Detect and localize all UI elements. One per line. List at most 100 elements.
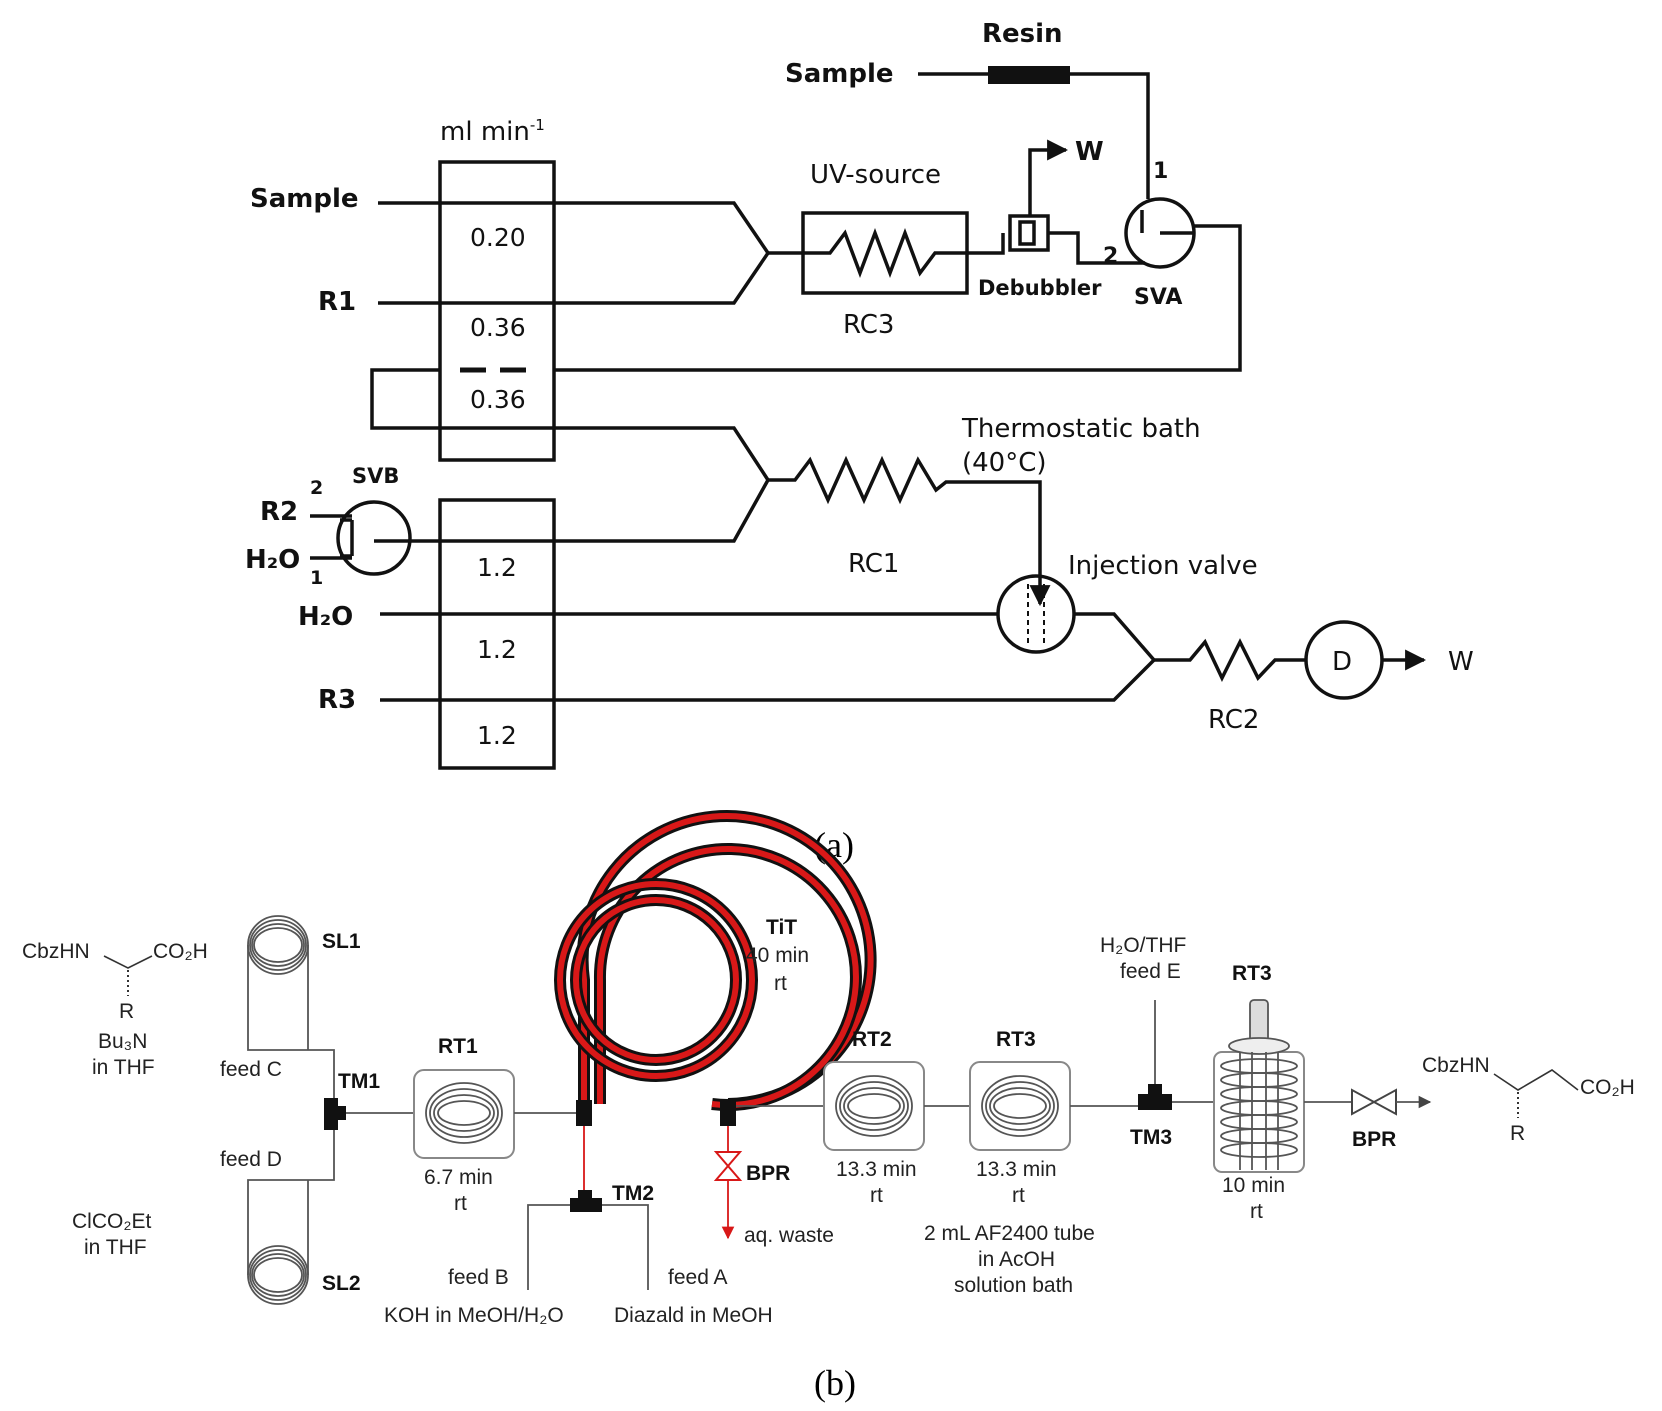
product-r: R (1510, 1122, 1525, 1145)
line-feed-a (602, 1204, 649, 1290)
feed-a-reagent: Diazald in MeOH (614, 1304, 773, 1327)
svb-label: SVB (352, 464, 399, 488)
reactant-1-co2h: CO₂H (153, 940, 208, 963)
injection-valve-inner (1027, 584, 1045, 644)
feed-e-label: feed E (1120, 960, 1181, 983)
rt3-photo-coil (1220, 1052, 1298, 1170)
rc3-label: RC3 (843, 310, 894, 340)
feed-a-label: feed A (668, 1266, 728, 1289)
tm3-label: TM3 (1130, 1126, 1172, 1149)
product-bonds (1493, 1069, 1579, 1091)
rt1-coil (425, 1082, 503, 1144)
bath-temp-label: (40°C) (962, 448, 1047, 478)
bpr-red-valve (713, 1151, 743, 1181)
reactant-1-bonds (103, 955, 153, 969)
reagent-base: Bu₃N (98, 1030, 147, 1053)
feed-d-label: feed D (220, 1148, 282, 1171)
tit-label: TiT (766, 916, 797, 939)
debubbler-label: Debubbler (978, 276, 1102, 300)
flow-rate-r1: 0.36 (470, 313, 526, 342)
rt3-photo-cap (1228, 1037, 1290, 1055)
tm3-mixer (1138, 1094, 1172, 1110)
rt3-coil-temp: rt (1012, 1184, 1025, 1207)
feed-b-label: feed B (448, 1266, 509, 1289)
flow-rate-h2o: 1.2 (477, 635, 517, 664)
line-recycle-loop (370, 368, 770, 481)
line-svb-out (374, 479, 770, 543)
inlet-h2o-svb-label: H₂O (245, 545, 300, 575)
af-tube-line-2: in AcOH (978, 1248, 1055, 1271)
inlet-h2o-label: H₂O (298, 602, 353, 632)
rt3-photo-temp: rt (1250, 1200, 1263, 1223)
rt2-label: RT2 (852, 1028, 892, 1051)
flow-rate-recycle: 0.36 (470, 385, 526, 414)
tm1-label: TM1 (338, 1070, 380, 1093)
sva-port2: 2 (1103, 244, 1118, 269)
rc1-coil (768, 455, 1051, 607)
bpr-red-label: BPR (746, 1162, 790, 1185)
reagent-chloroformate: ClCO₂Et (72, 1210, 151, 1233)
line-injection-out (1074, 612, 1156, 662)
feed-b-reagent: KOH in MeOH/H₂O (384, 1304, 564, 1327)
flow-header: ml min-1 (440, 116, 545, 147)
rc1-label: RC1 (848, 549, 899, 579)
line-to-debubbler (967, 233, 1005, 255)
line-sva-recycle (554, 224, 1242, 372)
flow-rate-svb: 1.2 (477, 553, 517, 582)
svb-port2: 2 (310, 477, 323, 499)
line-debubbler-to-sva (1048, 231, 1145, 265)
flow-rate-sample: 0.20 (470, 223, 526, 252)
tm1-mixer (324, 1098, 338, 1130)
debubbler-inner (1018, 220, 1036, 246)
panel-b: CbzHN CO₂H R Bu₃N in THF ClCO₂Et in THF … (22, 810, 1635, 1403)
tm2-label: TM2 (612, 1182, 654, 1205)
line-r1 (378, 252, 770, 305)
inlet-r1-label: R1 (318, 287, 356, 317)
line-feed-b (527, 1204, 570, 1290)
injection-valve-label: Injection valve (1068, 551, 1258, 581)
rt3-coil-label: RT3 (996, 1028, 1036, 1051)
inlet-r2-label: R2 (260, 497, 298, 527)
tm2-mixer-stub (578, 1190, 592, 1200)
flow-rate-r3: 1.2 (477, 721, 517, 750)
resin-column (988, 66, 1070, 84)
product-cbzhn: CbzHN (1422, 1054, 1490, 1077)
svb-valve (336, 500, 412, 576)
tit-outlet-mixer (720, 1100, 736, 1126)
rt3-coil (981, 1075, 1059, 1137)
tit-tube (554, 810, 877, 1111)
svb-inner (340, 518, 354, 558)
sva-label: SVA (1134, 285, 1182, 310)
resin-label: Resin (982, 19, 1063, 49)
sl2-coil (247, 1245, 309, 1305)
sl1-lines (247, 945, 335, 1098)
rt3-coil-time: 13.3 min (976, 1158, 1057, 1181)
aq-waste-label: aq. waste (744, 1224, 834, 1247)
sl1-coil (247, 915, 309, 975)
rt3-photo-time: 10 min (1222, 1174, 1285, 1197)
inlet-r3-label: R3 (318, 685, 356, 715)
reactant-1-r: R (119, 1000, 134, 1023)
sl2-lines (247, 1130, 335, 1275)
rc2-coil (1154, 638, 1306, 683)
reagent-chloroformate-solvent: in THF (84, 1236, 147, 1259)
af-tube-line-3: solution bath (954, 1274, 1073, 1297)
tm1-mixer-stub (336, 1106, 346, 1120)
sva-inner (1140, 210, 1194, 235)
rt1-temp: rt (454, 1192, 467, 1215)
pump-box-bottom (438, 498, 556, 770)
tit-temp: rt (774, 972, 787, 995)
debubbler-vent (1028, 139, 1069, 216)
reagent-base-solvent: in THF (92, 1056, 155, 1079)
rt2-coil (835, 1075, 913, 1137)
rt3-photo-label: RT3 (1232, 962, 1272, 985)
product-co2h: CO₂H (1580, 1076, 1635, 1099)
rt1-time: 6.7 min (424, 1166, 493, 1189)
tit-time: 40 min (746, 944, 809, 967)
reactant-1-cbzhn: CbzHN (22, 940, 90, 963)
inlet-sample-label: Sample (250, 184, 359, 214)
tit-inlet-mixer (576, 1100, 592, 1126)
panel-a: ml min-1 0.20 0.36 0.36 1.2 1.2 1.2 Samp… (245, 19, 1474, 865)
line-sample (378, 201, 770, 254)
